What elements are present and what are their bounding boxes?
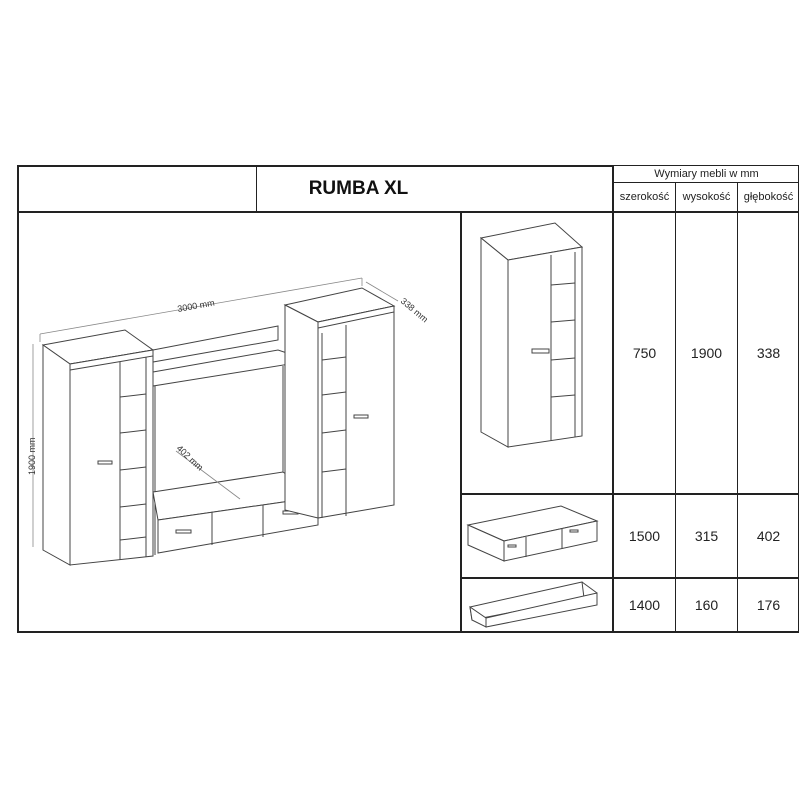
col-line-image (460, 211, 462, 632)
row1-depth: 338 (756, 345, 781, 361)
dims-caption-divider (612, 182, 799, 183)
frame-top-right (612, 165, 799, 166)
row3-height: 160 (694, 597, 719, 613)
header-divider-horizontal (17, 211, 799, 213)
dimensions-caption: Wymiary mebli w mm (654, 168, 759, 180)
row-line-1 (460, 493, 799, 495)
col-line-3 (737, 182, 738, 632)
row1-height: 1900 (690, 345, 723, 361)
col-header-height: wysokość (682, 191, 731, 203)
col-header-depth: głębokość (743, 191, 794, 203)
col-line-1 (612, 165, 614, 632)
dim-height-label: 1900 mm (27, 437, 37, 475)
row1-width: 750 (632, 345, 657, 361)
row3-depth: 176 (756, 597, 781, 613)
row-line-2 (460, 577, 799, 579)
col-line-2 (675, 182, 676, 632)
frame-bottom (17, 631, 799, 633)
product-title: RUMBA XL (308, 178, 409, 199)
header-divider-vertical (256, 165, 257, 212)
row2-depth: 402 (756, 528, 781, 544)
row2-height: 315 (694, 528, 719, 544)
frame-right (798, 165, 799, 633)
frame-left (17, 165, 19, 633)
col-header-width: szerokość (619, 191, 670, 203)
frame-top-left (17, 165, 612, 167)
row3-width: 1400 (628, 597, 661, 613)
row2-width: 1500 (628, 528, 661, 544)
